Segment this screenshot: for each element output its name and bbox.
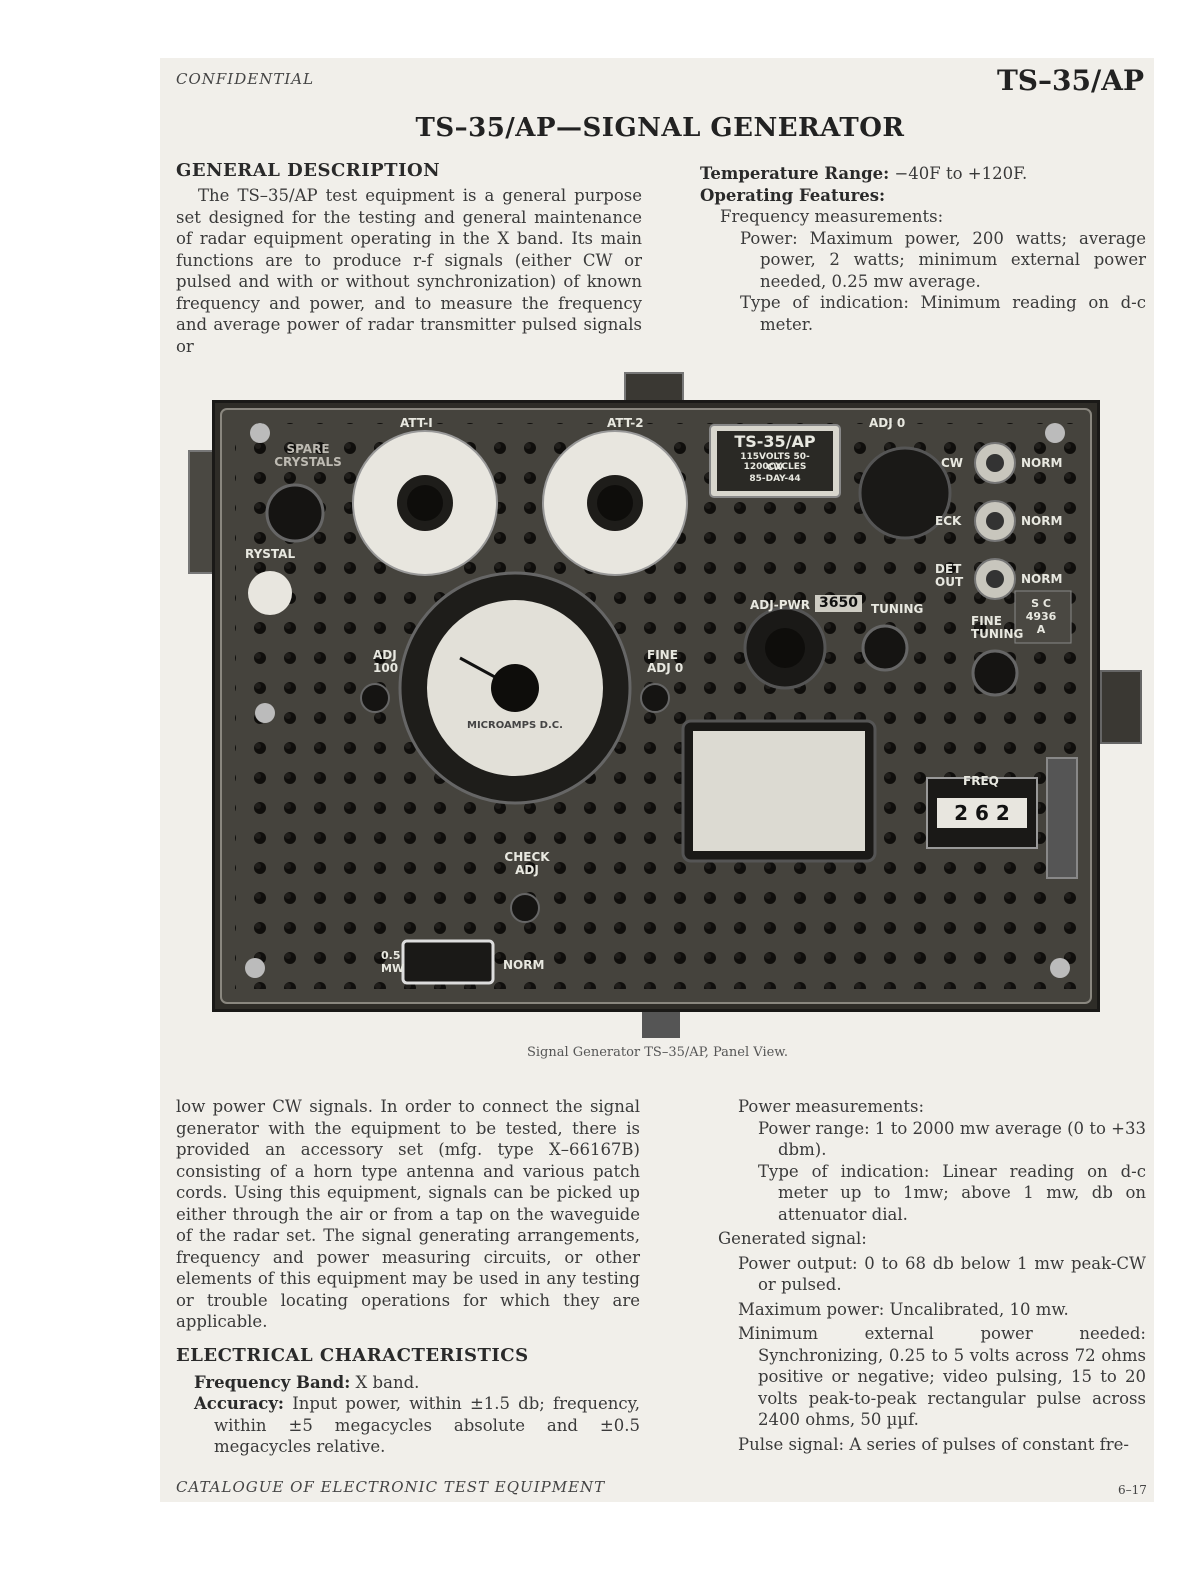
tuning-label: TUNING [871,602,924,616]
meter-units-label: MICROAMPS D.C. [467,720,563,731]
plate-mode: CW [766,463,784,473]
frequency-band-spec: Frequency Band: X band. [194,1372,640,1394]
adj-pwr-label: ADJ-PWR [750,598,810,612]
accuracy-value: Input power, within ±1.5 db; frequency, … [214,1394,640,1456]
att1-label: ATT-I [400,416,433,430]
general-description-section: GENERAL DESCRIPTION The TS–35/AP test eq… [176,160,642,357]
pulse-signal-spec: Pulse signal: A series of pulses of cons… [738,1434,1129,1454]
frequency-measurements-label: Frequency measurements: [720,207,944,226]
plate-voltage: 115VOLTS 50-1200CYCLES [740,452,810,472]
temperature-label: Temperature Range: [700,164,890,183]
power-reading: 3650 [815,595,862,612]
electrical-characteristics-heading: ELECTRICAL CHARACTERISTICS [176,1344,529,1366]
power-output-spec: Power output: 0 to 68 db below 1 mw peak… [738,1253,1146,1295]
page-title: TS–35/AP—SIGNAL GENERATOR [415,113,905,143]
crystal-label: RYSTAL [245,547,296,561]
cw-norm-label: NORM [1021,456,1063,470]
bottom-left-section: low power CW signals. In order to connec… [176,1096,640,1458]
check-norm-label: NORM [1021,514,1063,528]
header-model: TS–35/AP [996,64,1144,97]
mw-label: 0.5 MW [381,949,405,975]
det-norm-label: NORM [1021,572,1063,586]
power-measurements-label: Power measurements: [738,1097,925,1116]
panel-illustration [220,408,1092,1004]
freq-label: FREQ [963,774,999,788]
page-number: 6–17 [1118,1483,1147,1497]
temperature-value: −40F to +120F. [894,164,1028,183]
att2-label: ATT-2 [607,416,644,430]
accuracy-label: Accuracy: [194,1394,285,1413]
right-handle [1100,670,1142,744]
panel-photo: ATT-I ATT-2 ADJ 0 SPARE CRYSTALS RYSTAL … [212,400,1100,1012]
check-adj-label: CHECK ADJ [504,850,550,877]
cw-label: CW [941,456,964,470]
fine-adj0-label: FINE ADJ 0 [647,648,684,675]
accuracy-spec: Accuracy: Input power, within ±1.5 db; f… [194,1393,640,1458]
bottom-latch [642,1008,680,1038]
switch-norm-label: NORM [503,958,545,972]
freq-counter-digits: 2 6 2 [954,801,1010,825]
power-switch [401,939,495,985]
header-classification: CONFIDENTIAL [176,70,315,88]
type-indication-spec: Type of indication: Minimum reading on d… [740,293,1146,334]
adj0-label: ADJ 0 [869,416,906,430]
sc-plate: S C 4936 A [1025,597,1057,636]
check-label: ECK [935,514,962,528]
plate-title: TS-35/AP [734,432,816,451]
operating-features-label: Operating Features: [700,185,886,205]
plate-contract: 85-DAY-44 [749,474,801,484]
power-spec: Power: Maximum power, 200 watts; average… [740,228,1146,291]
adj100-label: ADJ 100 [373,648,399,675]
power-range-spec: Power range: 1 to 2000 mw average (0 to … [758,1118,1146,1160]
band-value: X band. [355,1372,420,1392]
general-description-text: The TS–35/AP test equipment is a general… [176,186,642,356]
fine-tuning-label: FINE TUNING [971,614,1024,641]
maximum-power-spec: Maximum power: Uncalibrated, 10 mw. [738,1299,1069,1319]
spare-crystals-label: SPARE CRYSTALS [274,442,342,469]
general-description-heading: GENERAL DESCRIPTION [176,160,441,181]
accessory-text: low power CW signals. In order to connec… [176,1097,640,1331]
generated-signal-label: Generated signal: [718,1229,867,1248]
footer-catalogue: CATALOGUE OF ELECTRONIC TEST EQUIPMENT [176,1478,606,1496]
bottom-right-section: Power measurements: Power range: 1 to 20… [700,1096,1146,1455]
operating-features-section: Temperature Range: −40F to +120F. Operat… [700,163,1146,335]
det-out-label: DET OUT [935,562,964,589]
band-label: Frequency Band: [194,1372,351,1392]
photo-caption: Signal Generator TS–35/AP, Panel View. [526,1045,789,1060]
power-indication-spec: Type of indication: Linear reading on d-… [758,1161,1146,1224]
minimum-power-spec: Minimum external power needed: Synchroni… [738,1324,1146,1429]
